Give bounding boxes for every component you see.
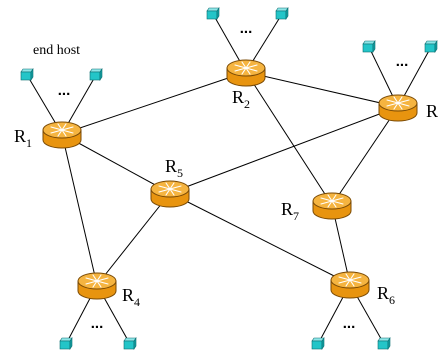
end-host-icon: [424, 40, 438, 53]
router-icon-r7: [312, 192, 352, 220]
links-layer: [61, 71, 399, 286]
router-icon-r1: [42, 121, 82, 149]
router-label-r4: R4: [122, 285, 140, 309]
router-label-r5: R5: [165, 156, 183, 180]
end-hosts-layer: ...............: [20, 7, 438, 350]
link-r5-r3: [169, 106, 399, 194]
host-ellipsis: ...: [240, 20, 253, 37]
link-r5-r6: [169, 192, 351, 285]
router-label-r7: R7: [281, 199, 299, 223]
router-icon-r5: [150, 180, 190, 208]
router-icon-r2: [226, 59, 266, 87]
end-host-icon: [89, 68, 103, 81]
routers-layer: [42, 59, 418, 300]
end-host-icon: [377, 337, 391, 350]
host-ellipsis: ...: [58, 82, 71, 99]
router-icon-r3: [378, 94, 418, 122]
link-r5-r4: [96, 192, 171, 286]
end-host-icon: [362, 40, 376, 53]
router-label-r2: R2: [232, 87, 250, 111]
router-label-r1: R1: [14, 126, 32, 150]
link-r1-r5: [61, 133, 171, 194]
router-icon-r4: [77, 272, 117, 300]
link-r1-r4: [61, 133, 98, 286]
end-host-icon: [20, 68, 34, 81]
end-host-icon: [123, 337, 137, 350]
router-icon-r6: [330, 271, 370, 299]
link-r1-r2: [61, 71, 247, 135]
link-r2-r7: [245, 71, 333, 206]
host-ellipsis: ...: [396, 53, 409, 70]
end-host-icon: [59, 337, 73, 350]
router-label-r3: R: [426, 101, 438, 121]
end-host-caption: end host: [33, 43, 80, 58]
host-ellipsis: ...: [343, 315, 356, 332]
link-r3-r7: [331, 106, 399, 206]
link-r2-r3: [245, 71, 399, 108]
end-host-icon: [311, 337, 325, 350]
router-label-r6: R6: [377, 283, 395, 307]
end-host-icon: [206, 7, 220, 20]
host-ellipsis: ...: [91, 315, 104, 332]
end-host-icon: [275, 7, 289, 20]
